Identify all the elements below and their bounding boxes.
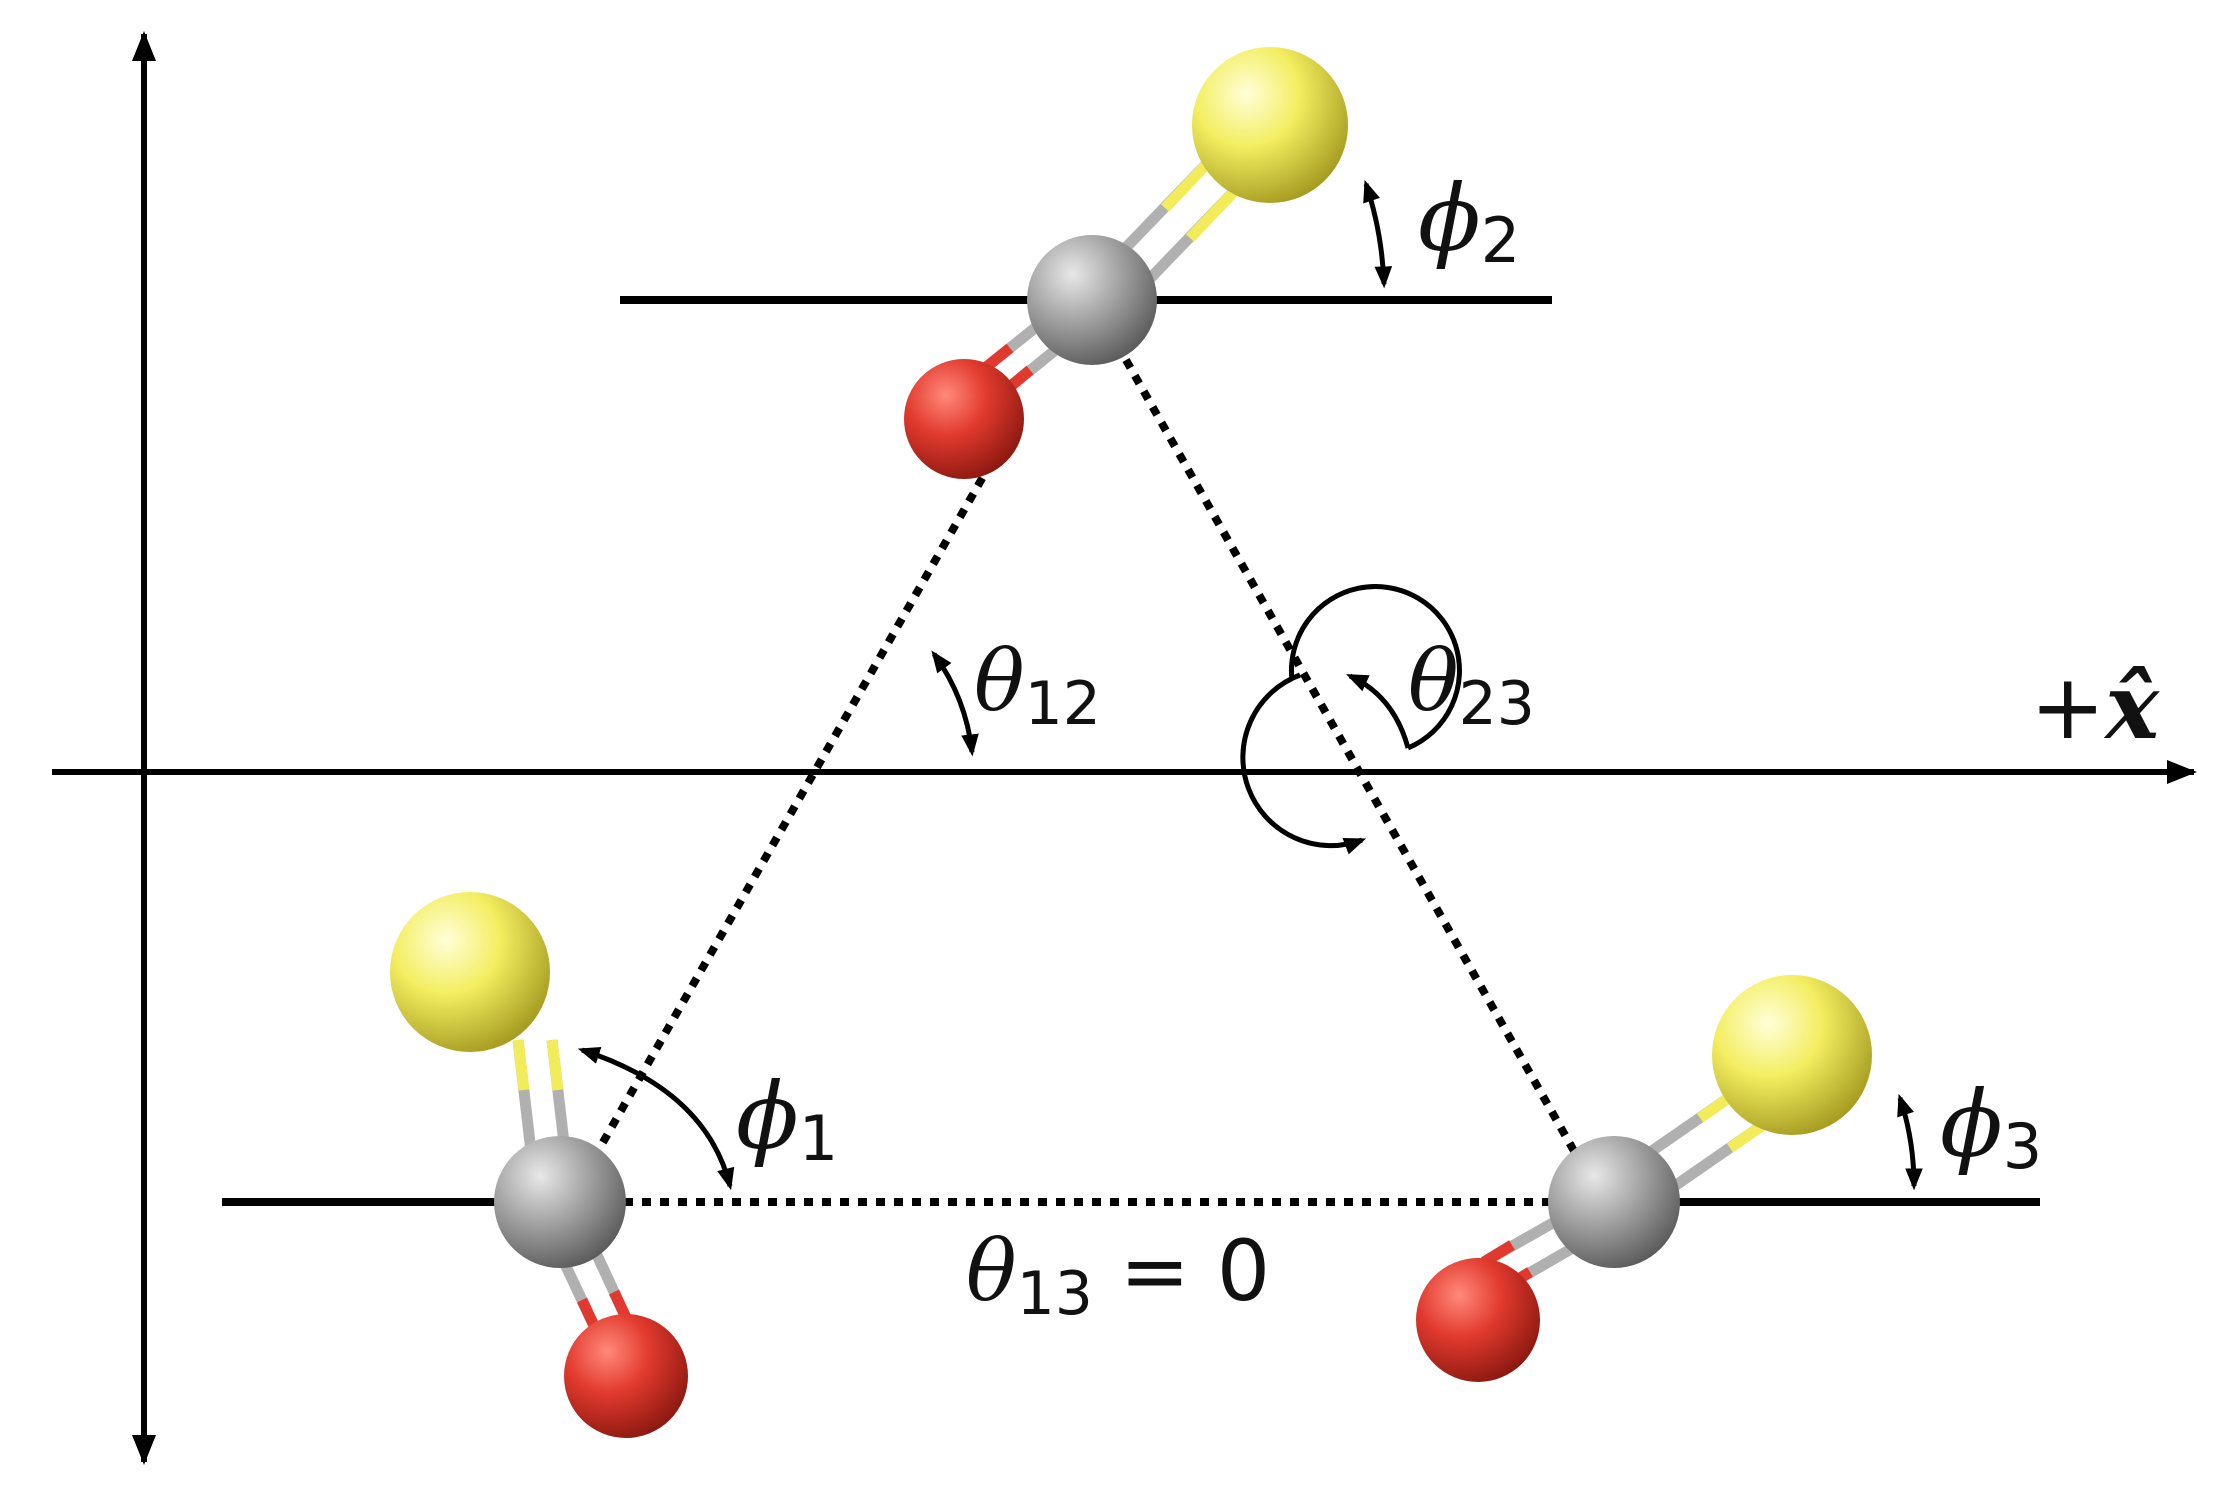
molecule-3 (1416, 975, 1872, 1382)
phi2-arrow (1363, 179, 1393, 289)
theta12-arrow (931, 650, 979, 757)
phi2-label: ϕ2 (1418, 165, 1520, 277)
carbon-atom-1 (494, 1136, 626, 1268)
oxygen-atom-1 (564, 1314, 688, 1438)
theta23-arrow-lower (1240, 672, 1367, 855)
sulfur-atom-3 (1712, 975, 1872, 1135)
theta13-label: θ13 = 0 (966, 1222, 1270, 1329)
labels: ϕ2 ϕ3 ϕ1 θ12 θ23 θ13 = 0 +x̂ (736, 165, 2160, 1329)
molecule-2 (904, 47, 1348, 479)
theta23-label: θ23 (1408, 632, 1535, 739)
molecule-1 (390, 892, 688, 1438)
phi1-label: ϕ1 (736, 1063, 838, 1175)
axes (52, 31, 2197, 1465)
phi3-arrow (1897, 1093, 1923, 1191)
sulfur-atom-2 (1192, 47, 1348, 203)
carbon-atom-2 (1027, 235, 1157, 365)
theta12-label: θ12 (974, 632, 1101, 739)
angle-arrows (577, 179, 1923, 1191)
dotted-edge-23 (1122, 358, 1582, 1160)
oxygen-atom-2 (904, 359, 1024, 479)
phi1-arrow (577, 1047, 735, 1191)
oxygen-atom-3 (1416, 1258, 1540, 1382)
dotted-edge-12 (590, 466, 992, 1160)
sulfur-atom-1 (390, 892, 550, 1052)
theta23-arrow (1288, 584, 1462, 751)
phi3-label: ϕ3 (1940, 1071, 2042, 1183)
carbon-atom-3 (1548, 1136, 1680, 1268)
dotted-triangle (590, 358, 1582, 1206)
x-axis-label: +x̂ (2030, 654, 2160, 760)
